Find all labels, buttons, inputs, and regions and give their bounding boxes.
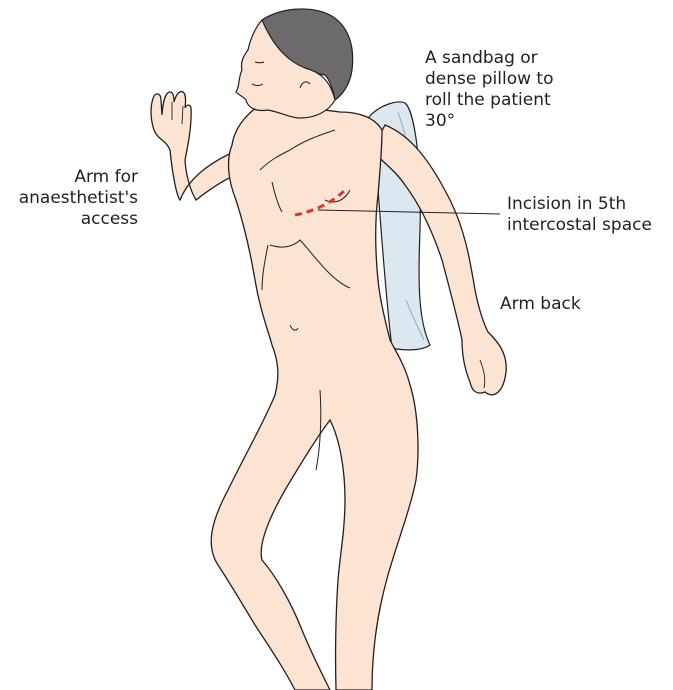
head [236,9,353,118]
arm-access-label-line: Arm for [19,167,138,188]
pillow-label-line: A sandbag or [425,48,553,69]
incision-label-line: Incision in 5th [507,194,652,215]
arm-back-label: Arm back [500,294,581,315]
arm-access-label-line: anaesthetist's [19,188,138,209]
incision-label-line: intercostal space [507,215,652,236]
arm-access-label-line: access [19,209,138,230]
pillow-label-line: roll the patient [425,90,553,111]
pillow-label: A sandbag or dense pillow to roll the pa… [425,48,553,132]
pillow-label-line: 30° [425,111,553,132]
incision-label: Incision in 5th intercostal space [507,194,652,236]
pillow-label-line: dense pillow to [425,69,553,90]
arm-access-label: Arm for anaesthetist's access [19,167,138,230]
arm-back-label-line: Arm back [500,294,581,315]
